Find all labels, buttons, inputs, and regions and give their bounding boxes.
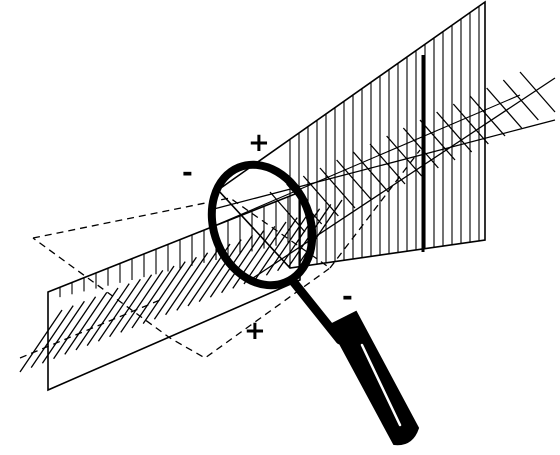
magnifying-glass-icon	[207, 160, 420, 446]
plus-sign-top: +	[248, 128, 270, 158]
upper-right-hatch-line	[419, 119, 456, 161]
upper-right-hatch-line	[336, 159, 373, 201]
upper-right-hatch-line	[386, 135, 423, 177]
dashed-line-lower	[19, 299, 161, 359]
upper-right-diagonal-hatching	[269, 71, 556, 233]
lower-left-hatch-line	[53, 296, 97, 360]
lower-left-hatch-line	[176, 248, 220, 311]
lower-left-hatch-line	[75, 287, 119, 351]
upper-right-hatch-line	[452, 103, 489, 145]
lower-left-hatch-line	[64, 292, 108, 355]
large-plane-vertical-hatching	[289, 6, 480, 268]
lower-left-hatch-line	[131, 265, 175, 329]
dashed-line-right	[329, 149, 421, 269]
upper-right-hatch-line	[519, 71, 556, 113]
lower-left-hatch-line	[19, 309, 63, 373]
large-plane-outline	[216, 0, 486, 269]
lower-left-hatch-line	[198, 239, 242, 302]
upper-right-hatch-line	[486, 87, 523, 129]
upper-right-hatch-line	[319, 167, 356, 209]
upper-right-hatch-line	[436, 111, 473, 153]
upper-right-hatch-line	[269, 191, 306, 233]
magnifier-handle-highlight	[360, 343, 402, 427]
plus-sign-bottom: +	[244, 316, 266, 346]
lower-left-hatch-line	[165, 252, 209, 316]
lower-left-hatch-line	[120, 270, 164, 333]
lower-left-hatch-line	[254, 217, 298, 280]
upper-right-hatch-line	[402, 127, 439, 169]
lower-left-hatch-line	[97, 278, 141, 342]
upper-right-hatch-line	[302, 175, 339, 217]
lower-left-hatch-line	[153, 256, 197, 320]
lower-left-hatch-line	[30, 305, 74, 368]
intersection-line-mid	[199, 94, 521, 233]
lower-left-hatch-line	[221, 230, 265, 294]
intersection-line-lower	[249, 77, 556, 281]
lower-left-hatch-line	[243, 221, 287, 285]
lower-left-hatch-line	[41, 300, 85, 364]
dashed-plane-outline	[32, 197, 332, 359]
minus-sign-right: -	[342, 282, 353, 312]
lower-left-hatch-line	[86, 283, 130, 346]
upper-right-hatch-line	[352, 151, 389, 193]
magnifier-handle	[328, 310, 420, 446]
left-plane-vertical-hatching	[59, 196, 289, 298]
lower-left-hatch-line	[109, 274, 153, 338]
upper-right-hatch-line	[469, 95, 506, 137]
minus-sign-left: -	[182, 158, 193, 188]
lower-left-hatch-line	[142, 261, 186, 324]
intersection-line-upper	[209, 119, 556, 211]
magnifier-lens-ring	[207, 160, 317, 290]
